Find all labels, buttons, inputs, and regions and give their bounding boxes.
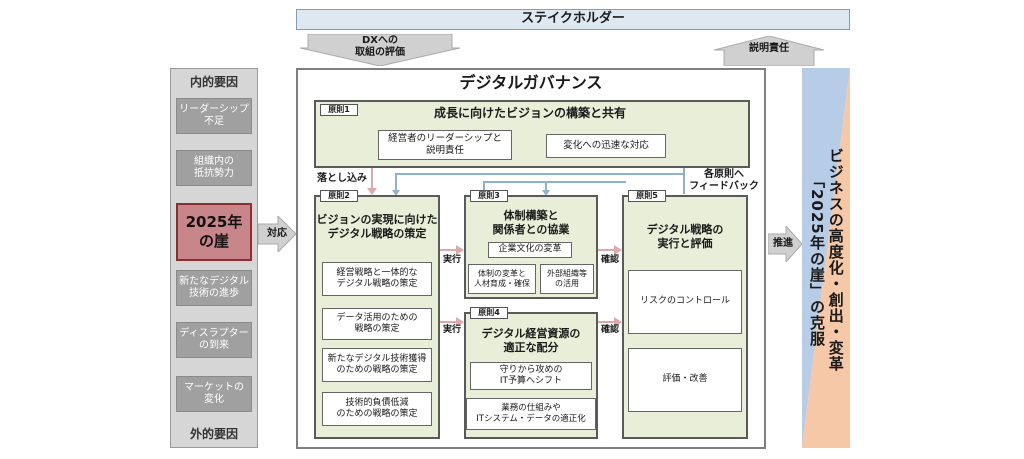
principle3-item-1: 体制の変革と 人材育成・確保 (468, 264, 536, 294)
principle4-item-2: 業務の仕組みや ITシステム・データの適正化 (466, 398, 596, 430)
principle3-item-2: 外部組織等 の活用 (540, 264, 594, 294)
confirm-label-1: 確認 (600, 255, 619, 266)
governance-title: デジタルガバナンス (459, 73, 603, 92)
internal-factors-header: 内的要因 (189, 74, 238, 89)
suishin-label: 推進 (773, 237, 793, 249)
principle4-item-1: 守りから攻めの IT予算へシフト (470, 362, 592, 390)
execute-arrows (440, 245, 464, 327)
outcome-bar (802, 68, 850, 448)
external-factors-header: 外的要因 (189, 426, 238, 441)
principle2-item-3: 新たなデジタル技術獲得 のための戦略の策定 (322, 348, 432, 382)
principle2-item-4: 技術的負債低減 のための戦略の策定 (322, 392, 432, 426)
principle5-tag: 原則5 (628, 190, 666, 202)
factor-market: マーケットの 変化 (176, 376, 252, 412)
principle1-tag: 原則1 (320, 104, 358, 116)
stakeholder-bar: ステイクホルダー (296, 9, 850, 30)
taiou-arrow (258, 216, 296, 252)
principle4-tag: 原則4 (470, 307, 508, 319)
taiou-label: 対応 (267, 227, 287, 239)
principle5-item-eval: 評価・改善 (628, 348, 742, 412)
execute-label-1: 実行 (442, 255, 461, 266)
principle2-item-1: 経営戦略と一体的な デジタル戦略の策定 (322, 262, 432, 296)
suishin-arrow (768, 226, 802, 262)
principle5-item-risk: リスクのコントロール (628, 270, 742, 334)
principle2-tag: 原則2 (320, 190, 358, 202)
principle2-title: ビジョンの実現に向けた デジタル戦略の策定 (316, 213, 438, 240)
feedback-label: 各原則へ フィードバック (689, 168, 759, 193)
factor-leadership: リーダーシップ 不足 (176, 98, 252, 134)
crisis-2025-box: 2025年 の崖 (176, 203, 252, 261)
accountability-label: 説明責任 (749, 42, 789, 54)
principle1-item-agility: 変化への迅速な対応 (546, 134, 666, 158)
principle4-title: デジタル経営資源の 適正な配分 (481, 327, 581, 354)
principle1-item-leadership: 経営者のリーダーシップと 説明責任 (378, 130, 512, 160)
factor-new-tech: 新たなデジタル 技術の進歩 (176, 270, 252, 306)
confirm-label-2: 確認 (600, 325, 619, 336)
principle1-title: 成長に向けたビジョンの構築と共有 (433, 105, 626, 120)
principle3-title: 体制構築と 関係者との協業 (492, 209, 570, 236)
principle2-item-2: データ活用のための 戦略の策定 (322, 308, 432, 340)
execute-label-2: 実行 (442, 325, 461, 336)
principle3-tag: 原則3 (470, 190, 508, 202)
dx-eval-arrow (300, 34, 460, 66)
principle3-culture: 企業文化の変革 (488, 242, 572, 258)
factor-resistance: 組織内の 抵抗勢力 (176, 150, 252, 186)
otoshikomi-label: 落とし込み (317, 172, 367, 184)
outcome-text: ビジネスの高度化・創出・変革 「2025年の崖」の克服 (808, 148, 845, 372)
dx-eval-label: DXへの 取組の評価 (355, 34, 405, 59)
factor-disruptor: ディスラプター の到来 (176, 322, 252, 358)
principle5-title: デジタル戦略の 実行と評価 (646, 223, 724, 250)
confirm-arrows (598, 245, 622, 327)
accountability-arrow (714, 36, 824, 66)
